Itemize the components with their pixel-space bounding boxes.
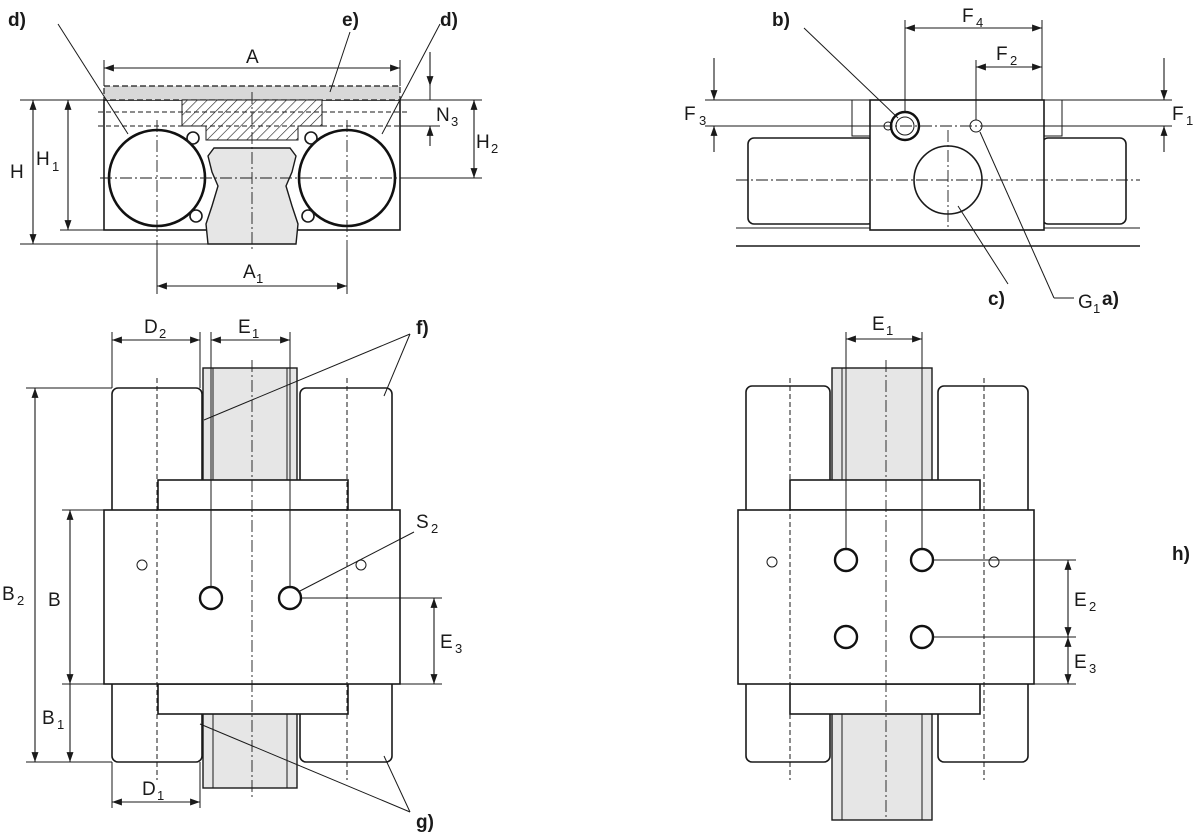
dim-B2-sub: 2 <box>17 593 24 608</box>
top-view-left <box>103 360 401 800</box>
dim-D1-sub: 1 <box>157 788 164 803</box>
dim-E2-sub: 2 <box>1089 599 1096 614</box>
dim-H: H <box>10 162 24 183</box>
callout-c: c) <box>988 289 1005 310</box>
carriage-side-body <box>869 99 1045 231</box>
mount-hole-h3 <box>833 624 859 650</box>
mount-hole-h4 <box>909 624 935 650</box>
callout-e: e) <box>342 10 359 31</box>
end-cap-bottom-h <box>789 683 981 715</box>
dim-E1-right-main: E <box>872 314 885 335</box>
ball-br <box>301 209 315 223</box>
dim-N3-main: N <box>436 105 450 126</box>
mount-hole-h1 <box>833 547 859 573</box>
dimensions-view2: F 4 F 2 F 3 F 1 <box>684 6 1193 152</box>
dim-E3-right-sub: 3 <box>1089 661 1096 676</box>
dim-E3-right-main: E <box>1074 652 1087 673</box>
ball-tl <box>186 131 200 145</box>
dim-B: B <box>48 590 61 611</box>
dim-G1-main: G <box>1078 292 1093 313</box>
dim-F1-sub: 1 <box>1186 113 1193 128</box>
dim-F4-main: F <box>962 6 974 27</box>
ball-bl <box>189 209 203 223</box>
roller-housing-right <box>1041 137 1127 225</box>
dim-H2-main: H <box>476 132 490 153</box>
end-cap-top <box>157 479 349 511</box>
dim-F4-sub: 4 <box>976 15 983 30</box>
end-cap-top-h <box>789 479 981 511</box>
dim-A: A <box>246 47 259 68</box>
callout-d-left: d) <box>8 10 26 31</box>
dim-A1-main: A <box>243 262 256 283</box>
callout-f: f) <box>416 318 429 339</box>
cross-section-view <box>98 85 410 250</box>
dim-F2-sub: 2 <box>1010 53 1017 68</box>
dim-B1-sub: 1 <box>57 717 64 732</box>
callouts-view3: f) g) <box>199 318 434 833</box>
dim-E3-left-sub: 3 <box>455 641 462 656</box>
callout-h: h) <box>1172 544 1190 565</box>
dim-E1-left-sub: 1 <box>252 326 259 341</box>
dim-G1-sub: 1 <box>1093 301 1100 316</box>
dim-E1-right-sub: 1 <box>886 323 893 338</box>
dim-E1-left-main: E <box>238 317 251 338</box>
dim-D2-sub: 2 <box>159 326 166 341</box>
end-cap-bottom <box>157 683 349 715</box>
dim-F2-main: F <box>996 44 1008 65</box>
callouts-view1: d) e) d) <box>8 10 458 135</box>
dim-H2-sub: 2 <box>491 141 498 156</box>
dim-S2-main: S <box>416 512 429 533</box>
callout-b: b) <box>772 10 790 31</box>
dim-N3-sub: 3 <box>451 114 458 129</box>
dim-H1-sub: 1 <box>52 159 59 174</box>
callouts-view2: b) c) G 1 a) <box>772 10 1119 316</box>
dim-F1-main: F <box>1172 104 1184 125</box>
mount-hole-left <box>198 585 224 611</box>
dim-F3-main: F <box>684 104 696 125</box>
dim-S2-sub: 2 <box>431 521 438 536</box>
dim-D1-main: D <box>142 779 156 800</box>
dim-A1-sub: 1 <box>256 271 263 286</box>
callout-a: a) <box>1102 289 1119 310</box>
dim-H1-main: H <box>36 149 50 170</box>
mount-hole-S2 <box>277 585 303 611</box>
dimensions-view1: A A 1 H H 1 H 2 N 3 <box>10 47 498 294</box>
dim-F3-sub: 3 <box>699 113 706 128</box>
dim-E3-left-main: E <box>440 632 453 653</box>
top-view-right <box>737 360 1035 821</box>
dim-B1-main: B <box>42 708 55 729</box>
dim-B2-main: B <box>2 584 15 605</box>
dim-D2-main: D <box>144 317 158 338</box>
dimensions-view4: E 1 E 2 E 3 h) <box>845 314 1190 685</box>
dim-E2-main: E <box>1074 590 1087 611</box>
side-view <box>736 99 1140 247</box>
mount-hole-h2 <box>909 547 935 573</box>
callout-d-right: d) <box>440 10 458 31</box>
roller-housing-left <box>747 137 875 225</box>
dimensions-view3: D 2 E 1 D 1 B 2 B B 1 E 3 S 2 <box>2 317 462 808</box>
callout-g: g) <box>416 812 434 833</box>
ball-tr <box>304 131 318 145</box>
